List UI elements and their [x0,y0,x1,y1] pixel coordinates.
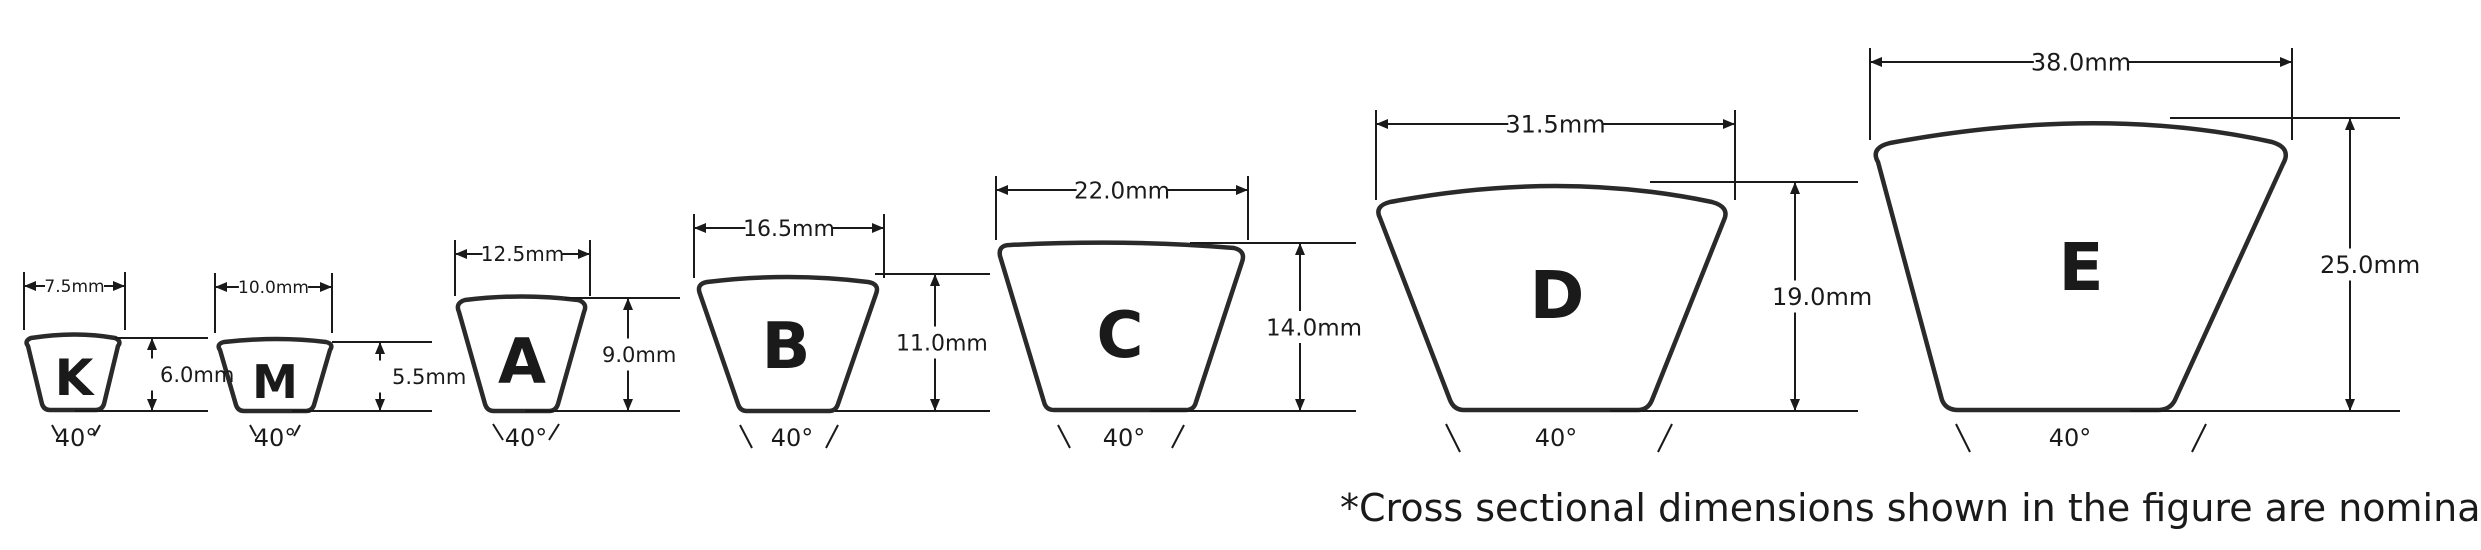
belt-K-group: K [24,332,122,413]
belt-A-width-arrow-right [578,249,590,259]
belt-K-letter: K [55,349,96,407]
belt-C-height-arrow-top [1295,243,1305,255]
belt-M-letter: M [252,355,298,409]
belt-C-height-label: 14.0mm [1266,315,1362,341]
belt-M-height-label: 5.5mm [392,365,466,389]
belt-M-height-arrow-top [375,342,385,354]
belt-E-angle-tick-right [2191,423,2207,453]
belt-B-cross-section [696,274,880,414]
belt-M-height-arrow-bottom [375,399,385,411]
belt-M-width-arrow-right [320,282,332,292]
belt-D-cross-section [1376,183,1728,413]
belt-B-angle-tick-right [825,424,839,449]
belt-D-width-label: 31.5mm [1505,111,1605,139]
belt-D-group: D [1376,183,1728,413]
belt-K-height-label: 6.0mm [160,363,234,387]
belt-E-width-arrow-right [2280,57,2292,67]
belt-M-group: M [216,336,334,414]
belt-D-width-label-bg [1508,110,1603,138]
belt-B-width-label-bg [745,215,833,241]
belt-E-width-arrow-left [1870,57,1882,67]
belt-C-width-label: 22.0mm [1074,178,1170,204]
belt-M-width-arrow-left [215,282,227,292]
belt-A-angle-tick-left [492,423,504,441]
belt-C-group: C [997,240,1246,413]
belt-K-width-label-bg [45,275,104,297]
belt-B-width-arrow-right [872,223,884,233]
belt-C-angle-label: 40° [1103,424,1146,452]
belt-K-angle-label: 40° [55,424,98,452]
belt-B-width-arrow-left [694,223,706,233]
belt-A-cross-section [455,294,588,414]
belt-A-height-label: 9.0mm [602,343,676,367]
belt-A-width-arrow-left [455,249,467,259]
belt-D-height-label: 19.0mm [1772,283,1872,311]
belt-C-angle-tick-left [1057,424,1071,449]
belt-A-width-label-bg [482,242,563,266]
belt-A-group: A [455,294,588,414]
belt-E-width-label-bg [2033,48,2129,76]
belt-E-height-arrow-top [2345,118,2355,130]
belt-E-angle-label: 40° [2049,424,2092,452]
belt-B-width-label: 16.5mm [743,217,835,242]
footnote: *Cross sectional dimensions shown in the… [1340,486,2481,530]
belt-D-angle-label: 40° [1535,424,1578,452]
belt-K-width-arrow-right [113,281,125,291]
belt-A-height-arrow-bottom [623,399,633,411]
belt-E-angle-tick-left [1955,423,1971,453]
belt-B-height-arrow-top [930,274,940,286]
belt-C-width-arrow-right [1236,185,1248,195]
belt-D-height-arrow-bottom [1790,399,1800,411]
belt-A-angle-tick-right [548,423,560,441]
belt-A-width-label: 12.5mm [481,242,565,266]
belt-B-angle-tick-left [739,424,753,449]
belt-B-letter: B [762,310,811,384]
belt-C-cross-section [997,240,1246,413]
belt-E-height-arrow-bottom [2345,399,2355,411]
belt-K-angle-tick-right [93,424,101,437]
belt-C-width-label-bg [1076,176,1168,204]
belt-K-angle-tick-left [51,424,59,437]
belt-A-letter: A [498,325,546,398]
belt-D-width-arrow-left [1376,119,1388,129]
belt-K-width-arrow-left [24,281,36,291]
belt-E-cross-section [1873,121,2288,413]
belt-K-height-arrow-top [147,338,157,350]
belt-C-width-arrow-left [996,185,1008,195]
belt-M-angle-tick-left [249,424,257,437]
belt-B-height-label: 11.0mm [896,331,988,356]
belt-E-width-label: 38.0mm [2031,49,2131,77]
belt-M-width-label-bg [238,276,309,298]
belt-B-group: B [696,274,880,414]
belt-C-angle-tick-right [1171,424,1185,449]
belt-M-angle-label: 40° [254,424,297,452]
belt-E-height-label: 25.0mm [2320,251,2420,279]
belt-E-letter: E [2058,229,2103,306]
belt-E-group: E [1873,121,2288,413]
dimension-annotations: 7.5mm 6.0mm 40° 10.0mm 5.5mm 40° 12.5mm 9.0mm 40… [23,48,2420,453]
belt-K-height-arrow-bottom [147,399,157,411]
belt-M-angle-tick-right [293,424,301,437]
belt-D-width-arrow-right [1723,119,1735,129]
belt-D-angle-tick-right [1657,423,1673,453]
belt-K-cross-section [24,332,122,413]
belt-D-height-arrow-top [1790,182,1800,194]
belt-D-letter: D [1530,257,1585,334]
belt-M-cross-section [216,336,334,414]
belt-A-height-arrow-top [623,298,633,310]
belt-B-height-arrow-bottom [930,399,940,411]
belt-D-angle-tick-left [1445,423,1461,453]
belt-A-angle-label: 40° [505,424,548,452]
belt-K-width-label: 7.5mm [44,277,104,297]
belt-C-letter: C [1097,299,1144,373]
belt-M-width-label: 10.0mm [238,278,309,298]
belt-C-height-arrow-bottom [1295,399,1305,411]
belt-B-angle-label: 40° [771,424,814,452]
